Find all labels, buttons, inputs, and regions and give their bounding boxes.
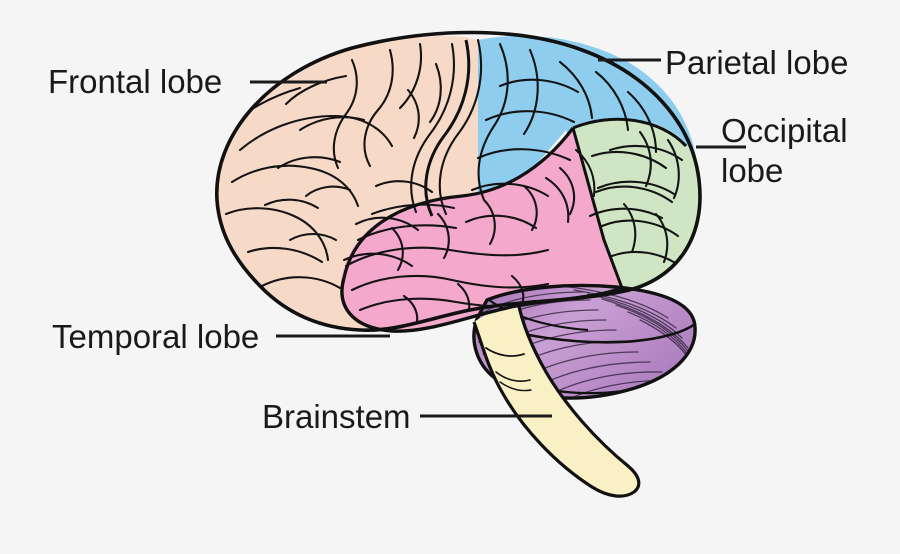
- temporal-outline: [340, 277, 623, 333]
- region-temporal-lobe: [340, 128, 622, 332]
- label-parietal-lobe: Parietal lobe: [665, 44, 848, 81]
- label-temporal-lobe: Temporal lobe: [52, 318, 259, 355]
- label-occipital-lobe: Occipital: [721, 112, 848, 149]
- leader-lines: [250, 58, 746, 418]
- region-brainstem: [472, 301, 641, 498]
- label-frontal-lobe: Frontal lobe: [48, 63, 222, 100]
- label-occipital-lobe-line2: lobe: [721, 152, 783, 189]
- lobe-boundaries: [342, 39, 688, 289]
- label-brainstem: Brainstem: [262, 398, 411, 435]
- labels: Frontal lobe Parietal lobe Occipital lob…: [48, 44, 848, 435]
- cerebrum-outline: [215, 30, 702, 332]
